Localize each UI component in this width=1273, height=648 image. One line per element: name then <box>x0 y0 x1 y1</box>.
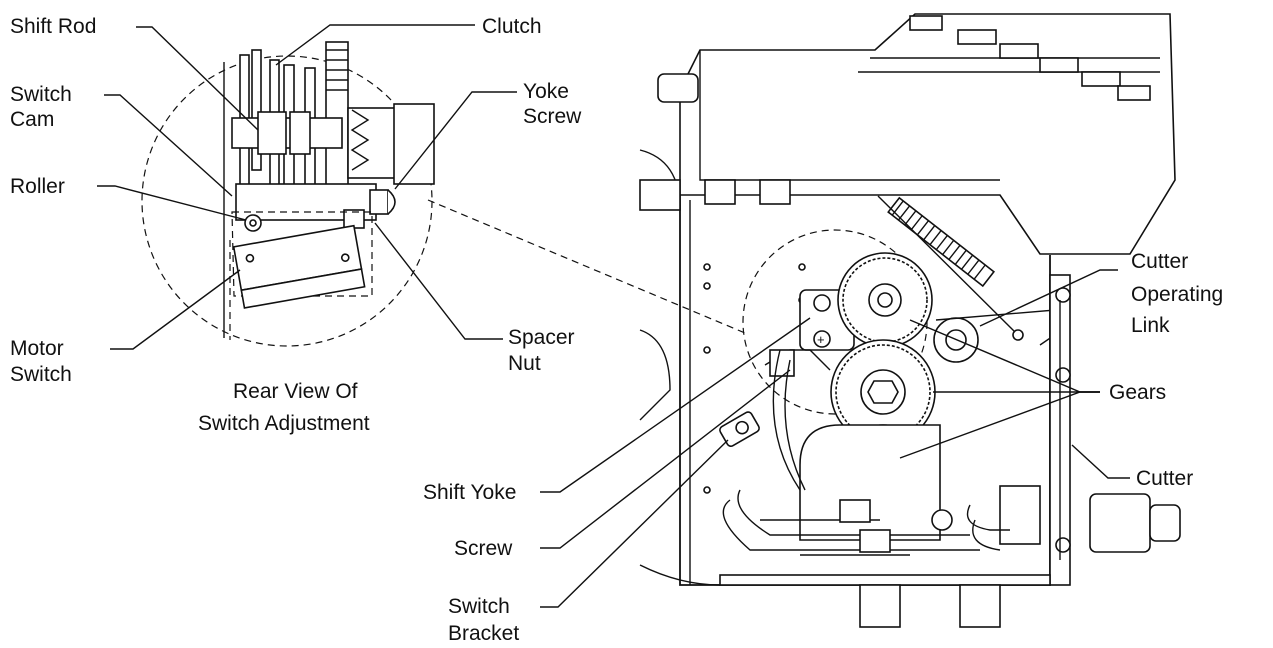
wire-harness <box>722 489 980 556</box>
motor-body <box>1089 493 1151 553</box>
main-mechanism: + <box>639 13 1181 628</box>
label-clutch: Clutch <box>482 15 542 38</box>
switch-bracket <box>719 411 760 447</box>
label-screw: Screw <box>454 537 513 560</box>
label-switch-bracket-line2: Bracket <box>448 622 519 645</box>
label-cutter-link-line2: Operating <box>1131 283 1223 306</box>
detail-circle <box>141 55 433 347</box>
printer-housing <box>679 13 1176 255</box>
caption-rear-view-line1: Rear View Of <box>233 380 358 403</box>
detail-connector <box>427 199 746 334</box>
label-gears: Gears <box>1109 381 1166 404</box>
label-yoke-screw-line1: Yoke <box>523 80 569 103</box>
label-shift-rod: Shift Rod <box>10 15 96 38</box>
label-yoke-screw-line2: Screw <box>523 105 582 128</box>
caption-rear-view-line2: Switch Adjustment <box>198 412 370 435</box>
base-plate <box>719 574 1051 586</box>
label-switch-bracket-line1: Switch <box>448 595 510 618</box>
key-row <box>909 15 1151 101</box>
svg-text:+: + <box>817 332 825 347</box>
label-roller: Roller <box>10 175 65 198</box>
label-switch-cam-line2: Cam <box>10 108 54 131</box>
switch-cam <box>257 111 287 155</box>
label-cutter-link-line3: Link <box>1131 314 1170 337</box>
rear-view-detail <box>141 41 435 347</box>
motor-housing <box>799 424 941 541</box>
label-switch-cam-line1: Switch <box>10 83 72 106</box>
label-shift-yoke: Shift Yoke <box>423 481 516 504</box>
tension-spring <box>887 196 996 288</box>
label-spacer-nut-line2: Nut <box>508 352 541 375</box>
label-motor-switch-line1: Motor <box>10 337 64 360</box>
label-cutter-link-line1: Cutter <box>1131 250 1188 273</box>
label-cutter: Cutter <box>1136 467 1193 490</box>
yoke-screw <box>387 189 396 215</box>
label-motor-switch-line2: Switch <box>10 363 72 386</box>
label-spacer-nut-line1: Spacer <box>508 326 575 349</box>
labels: Shift Rod Clutch Switch Cam Yoke Screw R… <box>10 15 1223 645</box>
leader-lines <box>97 24 1130 608</box>
